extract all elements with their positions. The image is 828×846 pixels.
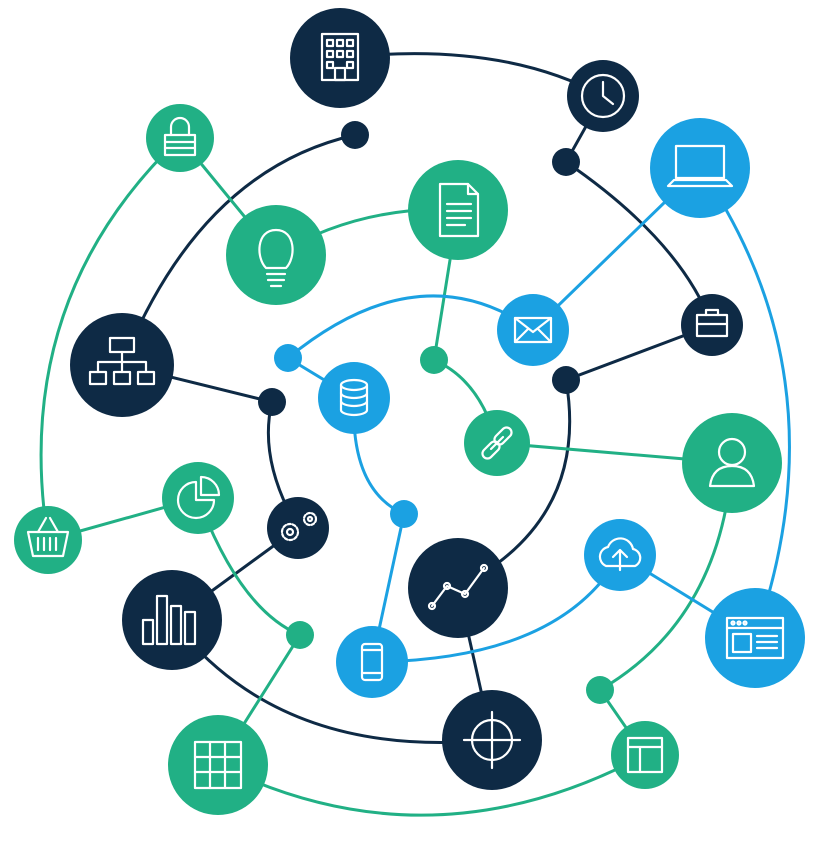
target-node xyxy=(442,690,542,790)
grid-node xyxy=(168,715,268,815)
basket-node xyxy=(14,506,82,574)
barchart-node xyxy=(122,570,222,670)
junction-dot xyxy=(286,621,314,649)
clock-node xyxy=(567,60,639,132)
building-icon xyxy=(320,32,360,82)
lock-node xyxy=(146,104,214,172)
junction-dots xyxy=(258,121,614,704)
lightbulb-node xyxy=(226,205,326,305)
layout-icon xyxy=(626,736,664,774)
junction-dot xyxy=(274,344,302,372)
gears-icon xyxy=(280,511,318,542)
mobile-node xyxy=(336,626,408,698)
link-node xyxy=(464,410,530,476)
building-node xyxy=(290,8,390,108)
line-chart-icon xyxy=(427,563,489,611)
junction-dot xyxy=(390,500,418,528)
mail-node xyxy=(497,294,569,366)
linechart-node xyxy=(408,538,508,638)
org-chart-icon xyxy=(88,336,156,386)
bar-chart-icon xyxy=(141,594,197,646)
link-icon xyxy=(481,426,513,460)
briefcase-node xyxy=(681,294,743,356)
crosshair-icon xyxy=(462,710,522,770)
junction-dot xyxy=(552,148,580,176)
table-grid-icon xyxy=(193,740,243,790)
laptop-node xyxy=(650,118,750,218)
cloud-node xyxy=(584,519,656,591)
document-icon xyxy=(438,182,480,238)
junction-dot xyxy=(258,388,286,416)
lock-icon xyxy=(163,116,197,157)
briefcase-icon xyxy=(695,308,729,338)
gears-node xyxy=(267,497,329,559)
clock-icon xyxy=(580,73,626,119)
cloud-upload-icon xyxy=(598,537,642,572)
connector-blue-outer xyxy=(698,166,791,640)
connector-navy-left xyxy=(120,133,357,367)
junction-dot xyxy=(552,366,580,394)
database-node xyxy=(318,362,390,434)
connector-green-bottom xyxy=(216,753,647,817)
layout-node xyxy=(611,721,679,789)
basket-icon xyxy=(26,516,70,558)
junction-dot xyxy=(341,121,369,149)
icon-nodes xyxy=(14,8,805,815)
browser-window-icon xyxy=(725,616,785,660)
piechart-node xyxy=(162,462,234,534)
browser-node xyxy=(705,588,805,688)
connector-green-outer xyxy=(39,136,182,542)
user-node xyxy=(682,413,782,513)
mail-icon xyxy=(513,316,553,344)
mobile-phone-icon xyxy=(360,642,384,682)
user-icon xyxy=(708,437,756,488)
laptop-icon xyxy=(666,144,734,188)
junction-dot xyxy=(420,346,448,374)
database-icon xyxy=(339,378,369,417)
lightbulb-icon xyxy=(258,228,294,288)
hierarchy-node xyxy=(70,313,174,417)
pie-chart-icon xyxy=(176,475,221,520)
document-node xyxy=(408,160,508,260)
junction-dot xyxy=(586,676,614,704)
